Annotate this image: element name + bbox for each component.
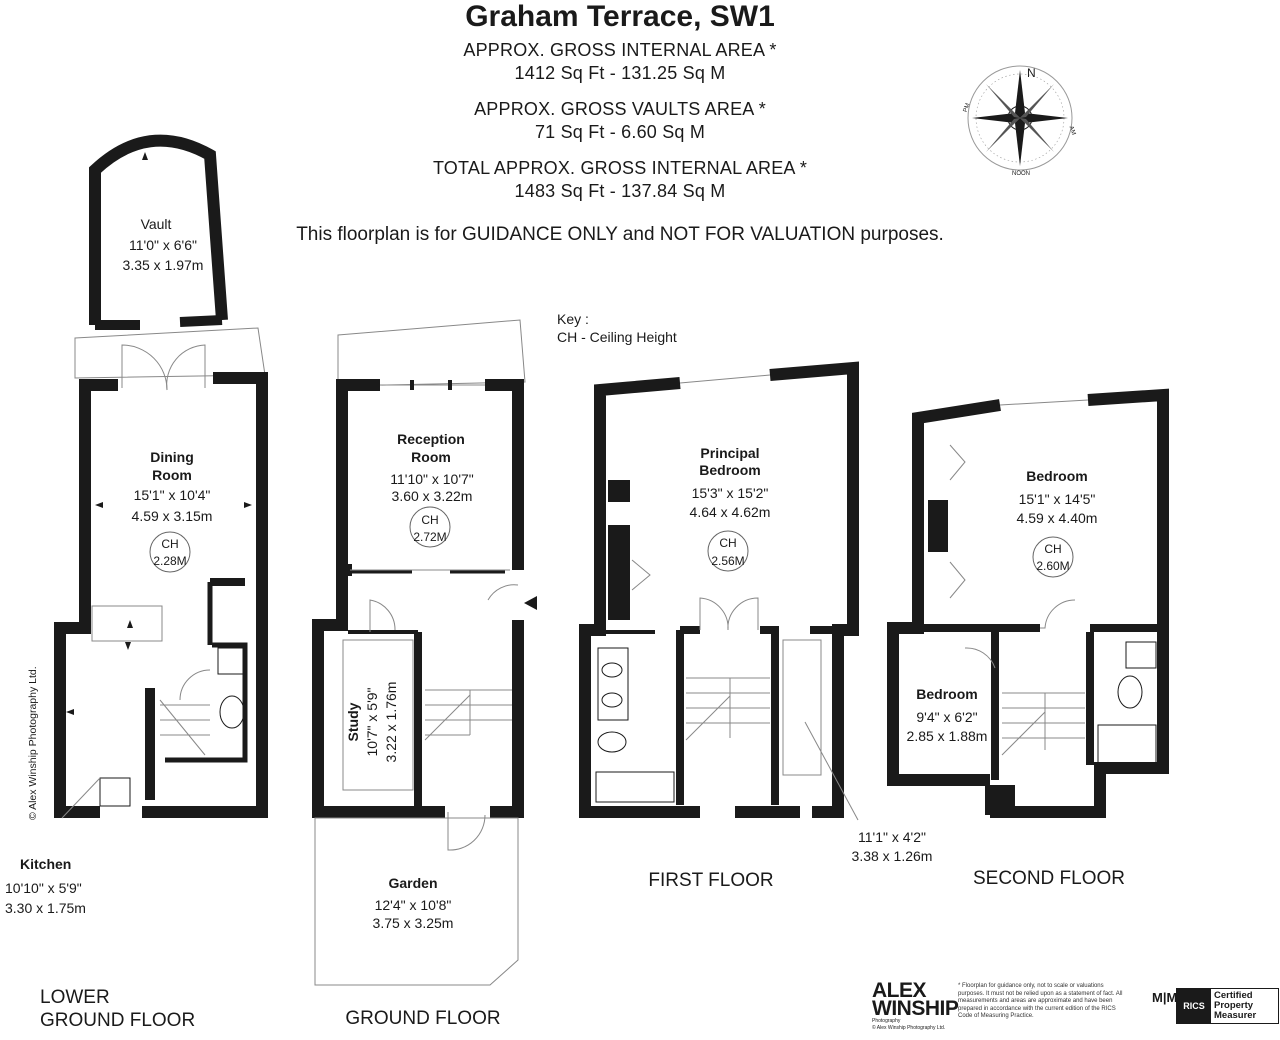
floor-label-lower-1: LOWER — [40, 987, 110, 1008]
bedroom2-name: Bedroom — [1026, 468, 1087, 484]
principal-metric: 4.64 x 4.62m — [690, 504, 771, 520]
bedroom3-imperial: 9'4" x 6'2" — [916, 709, 977, 725]
dressing-imperial: 11'1" x 4'2" — [858, 829, 926, 845]
reception-ch-circle — [409, 506, 451, 548]
page-title: Graham Terrace, SW1 — [465, 0, 775, 33]
vault-name: Vault — [141, 216, 172, 232]
reception-name-1: Reception — [397, 431, 465, 447]
bedroom2-imperial: 15'1" x 14'5" — [1019, 491, 1096, 507]
study-imperial: 10'7" x 5'9" — [364, 687, 380, 756]
mm-logo: M|M — [1152, 990, 1178, 1005]
vault-metric: 3.35 x 1.97m — [123, 257, 204, 273]
principal-ch-value: 2.56M — [711, 554, 744, 568]
alex-winship-logo: ALEX WINSHIP Photography © Alex Winship … — [872, 979, 959, 1032]
rics-text: Certified Property Measurer — [1211, 989, 1278, 1023]
compass-north: N — [1027, 66, 1036, 80]
compass-noon: NOON — [1012, 171, 1030, 177]
reception-metric: 3.60 x 3.22m — [392, 488, 473, 504]
dining-ch-circle — [149, 531, 191, 573]
logo-line-2: WINSHIP — [872, 997, 959, 1020]
principal-name-1: Principal — [700, 445, 759, 461]
gia-value: 1412 Sq Ft - 131.25 Sq M — [514, 63, 726, 83]
floor-label-first: FIRST FLOOR — [648, 870, 773, 891]
principal-imperial: 15'3" x 15'2" — [692, 485, 769, 501]
second-floor — [887, 388, 1169, 818]
dining-name-1: Dining — [150, 449, 194, 465]
kitchen-imperial: 10'10" x 5'9" — [5, 880, 82, 896]
dining-ch-label: CH — [161, 537, 178, 551]
logo-line-1: ALEX — [872, 979, 927, 1002]
rics-line-2: Property — [1214, 1000, 1254, 1011]
rics-line-3: Measurer — [1214, 1010, 1257, 1021]
reception-name-2: Room — [411, 449, 451, 465]
study-metric: 3.22 x 1.76m — [383, 682, 399, 763]
bedroom3-metric: 2.85 x 1.88m — [907, 728, 988, 744]
disclaimer-text: * Floorplan for guidance only, not to sc… — [958, 983, 1123, 1019]
bedroom2-metric: 4.59 x 4.40m — [1017, 510, 1098, 526]
vaults-value: 71 Sq Ft - 6.60 Sq M — [534, 122, 706, 142]
bedroom3-name: Bedroom — [916, 686, 977, 702]
compass-am: AM — [1068, 125, 1077, 136]
dining-name-2: Room — [152, 467, 192, 483]
bedroom2-ch-value: 2.60M — [1036, 559, 1069, 573]
reception-ch-label: CH — [421, 513, 438, 527]
vaults-label: APPROX. GROSS VAULTS AREA * — [474, 99, 766, 119]
kitchen-name: Kitchen — [20, 856, 71, 872]
principal-ch-circle — [707, 530, 749, 572]
logo-line-4: © Alex Winship Photography Ltd. — [872, 1025, 946, 1031]
compass-pm: PM — [963, 103, 972, 114]
key-title: Key : — [557, 311, 589, 327]
bedroom2-ch-circle — [1032, 536, 1074, 578]
gia-label: APPROX. GROSS INTERNAL AREA * — [463, 40, 777, 60]
bedroom2-ch-label: CH — [1044, 542, 1061, 556]
vault-imperial: 11'0" x 6'6" — [129, 237, 197, 253]
first-floor — [579, 361, 859, 821]
logo-line-3: Photography — [872, 1018, 901, 1024]
reception-ch-value: 2.72M — [413, 530, 446, 544]
key-ch: CH - Ceiling Height — [557, 329, 677, 345]
garden-imperial: 12'4" x 10'8" — [375, 897, 452, 913]
total-label: TOTAL APPROX. GROSS INTERNAL AREA * — [432, 158, 808, 178]
lower-ground-floor — [54, 134, 268, 819]
ground-floor — [312, 319, 547, 986]
dining-metric: 4.59 x 3.15m — [132, 508, 213, 524]
principal-name-2: Bedroom — [699, 462, 760, 478]
reception-imperial: 11'10" x 10'7" — [390, 471, 474, 487]
garden-metric: 3.75 x 3.25m — [373, 915, 454, 931]
kitchen-metric: 3.30 x 1.75m — [5, 900, 86, 916]
rics-mark: RICS — [1177, 989, 1211, 1023]
floor-label-ground: GROUND FLOOR — [345, 1008, 500, 1029]
garden-name: Garden — [388, 875, 437, 891]
dressing-metric: 3.38 x 1.26m — [852, 848, 933, 864]
total-value: 1483 Sq Ft - 137.84 Sq M — [514, 181, 726, 201]
floor-label-second: SECOND FLOOR — [973, 868, 1125, 889]
guidance-note: This floorplan is for GUIDANCE ONLY and … — [296, 224, 944, 245]
study-name: Study — [345, 702, 361, 741]
dining-imperial: 15'1" x 10'4" — [134, 487, 211, 503]
rics-line-1: Certified — [1214, 990, 1253, 1001]
floor-label-lower-2: GROUND FLOOR — [40, 1010, 195, 1031]
compass-icon: N PM AM NOON — [963, 65, 1077, 177]
principal-ch-label: CH — [719, 536, 736, 550]
rics-badge: RICS Certified Property Measurer — [1176, 988, 1279, 1024]
key-legend: Key : CH - Ceiling Height — [557, 310, 677, 346]
dining-ch-value: 2.28M — [153, 554, 186, 568]
